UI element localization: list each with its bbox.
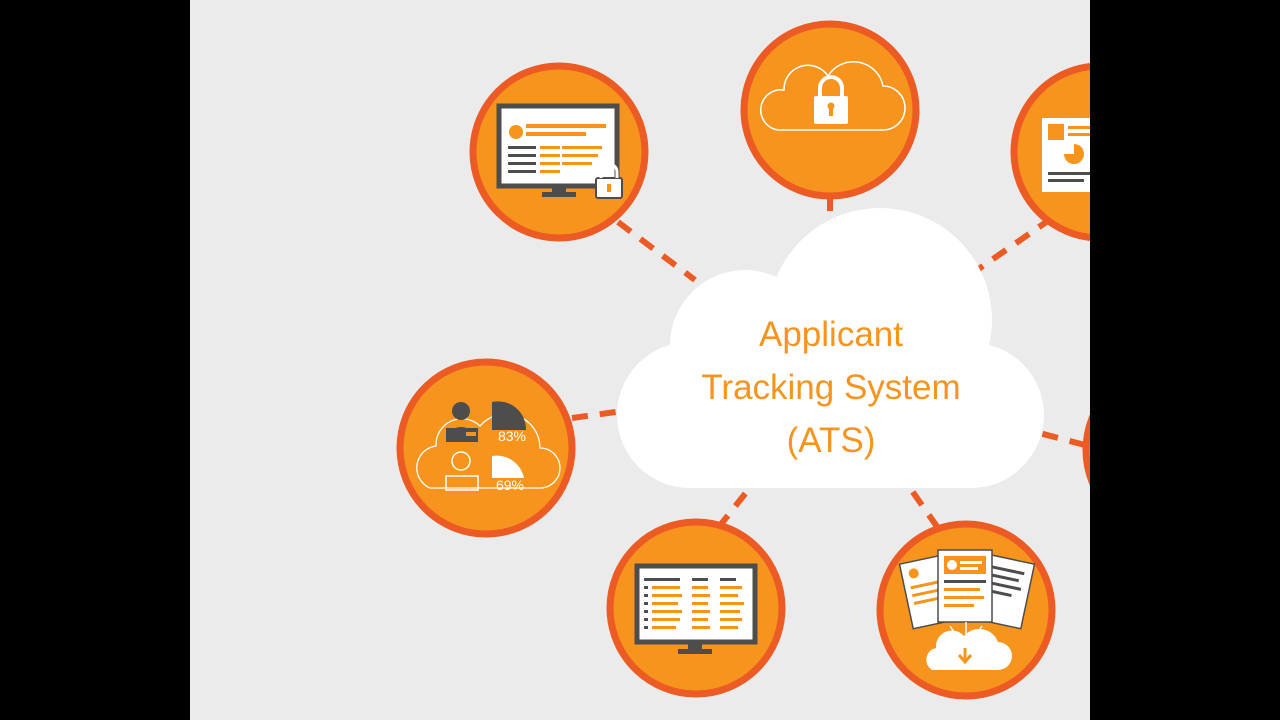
connector-resume-parsing [968, 215, 1054, 278]
candidate-score-icon: 83% 69% [416, 401, 561, 493]
ats-diagram: Applicant Tracking System (ATS) [396, 20, 1090, 700]
connector-resume-storage [900, 476, 941, 530]
node-resume-storage [876, 520, 1056, 700]
monitor-list-icon [634, 563, 758, 654]
resume-to-clouds-icon [1042, 118, 1090, 192]
diagram-canvas: Applicant Tracking System (ATS) [190, 0, 1090, 720]
score-69: 69% [496, 477, 524, 493]
connector-candidate-database [715, 478, 759, 530]
center-title-line-1: Applicant [759, 315, 903, 354]
monitor-with-lock-icon [496, 103, 623, 199]
resumes-cloud-download-icon [898, 549, 1036, 670]
node-resume-parsing [1010, 63, 1090, 241]
connector-email-integration [1027, 427, 1086, 448]
node-email-integration [1082, 414, 1090, 486]
cloud-lock-icon [760, 60, 906, 131]
score-83: 83% [498, 428, 526, 444]
node-secure-dashboard [469, 62, 649, 242]
node-candidate-matching: 83% 69% [396, 358, 576, 538]
center-title-line-2: Tracking System [701, 368, 960, 407]
connector-secure-dashboard [616, 219, 697, 283]
node-candidate-database [606, 518, 786, 698]
center-title-line-3: (ATS) [787, 421, 876, 460]
connector-candidate-matching [571, 407, 631, 421]
central-cloud: Applicant Tracking System (ATS) [617, 208, 1044, 488]
node-cloud-security [740, 20, 920, 200]
